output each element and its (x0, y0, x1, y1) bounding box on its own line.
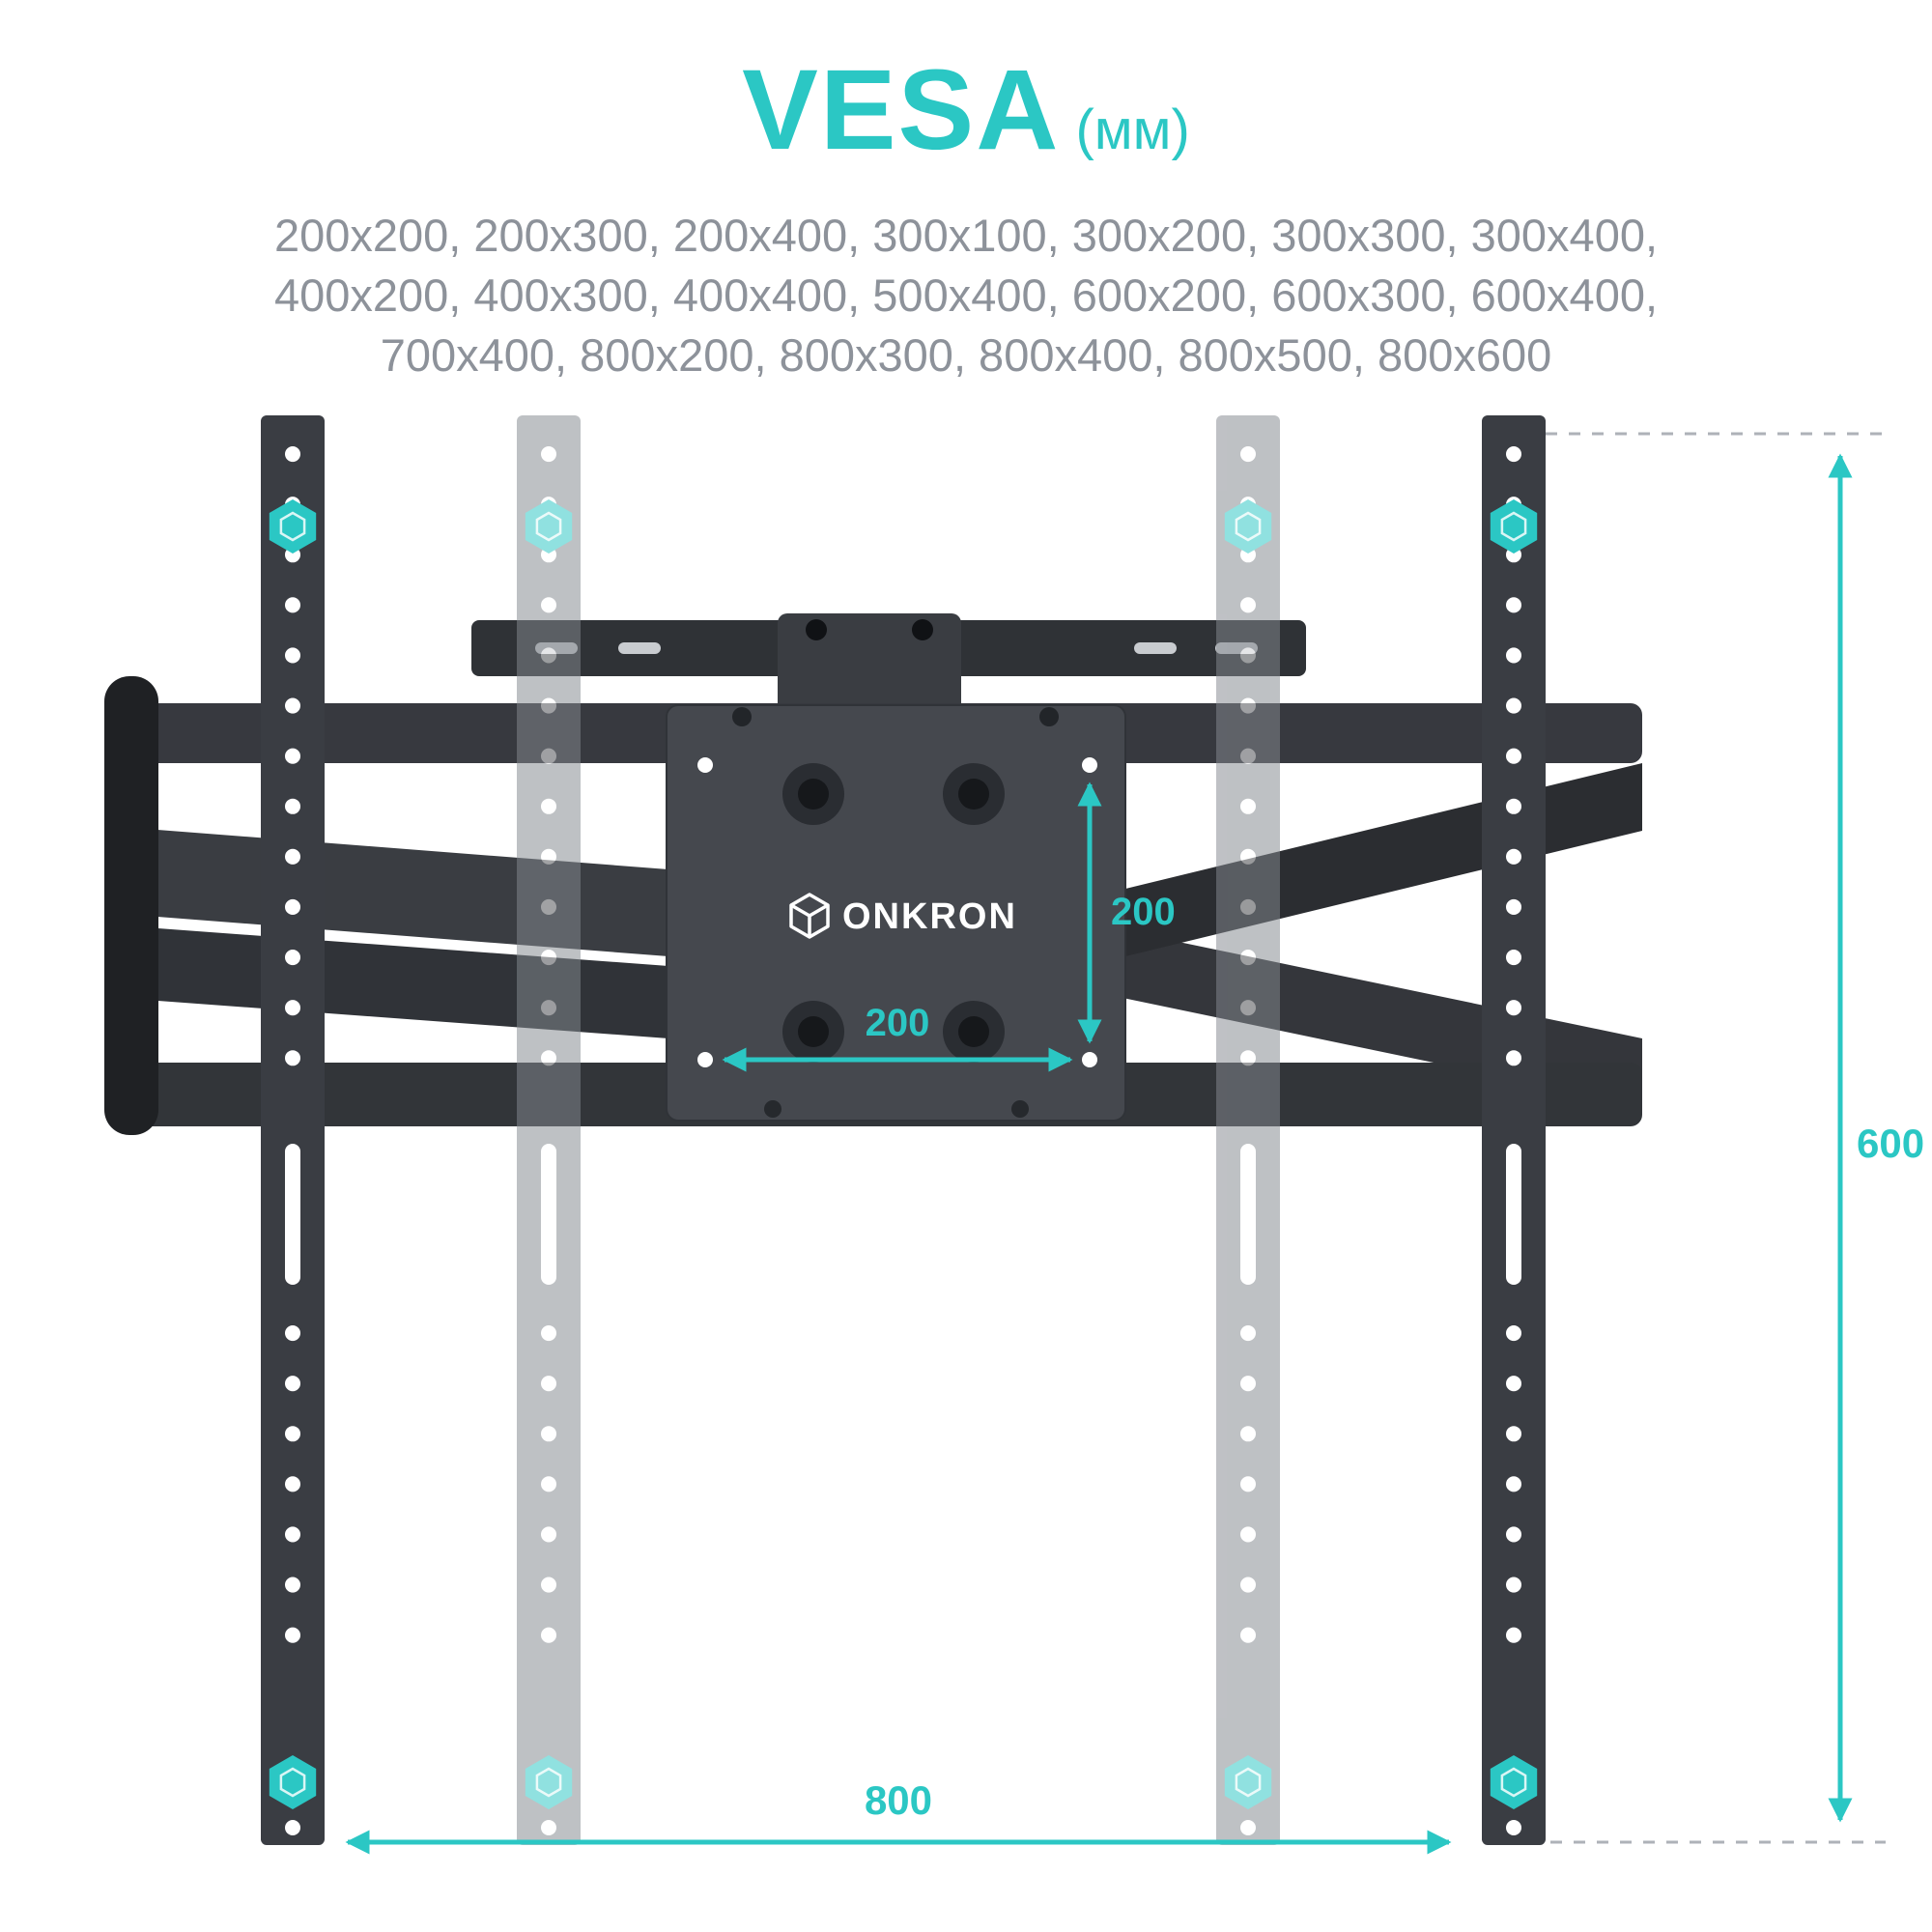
dimensions: 600 800 200 200 (345, 432, 1924, 1855)
plate-width-label: 200 (866, 1002, 930, 1044)
sizes-line-3: 700x400, 800x200, 800x300, 800x400, 800x… (380, 329, 1552, 381)
mount-holes (782, 763, 1005, 1063)
vesa-pattern-dots (697, 757, 1097, 1067)
page-title: VESA(мм) (0, 53, 1932, 167)
header: VESA(мм) 200x200, 200x300, 200x400, 300x… (0, 0, 1932, 385)
tv-rail-outer-right (1482, 415, 1546, 1845)
rail-height-label: 600 (1857, 1121, 1924, 1166)
sizes-line-2: 400x200, 400x300, 400x400, 500x400, 600x… (273, 270, 1659, 321)
tv-rail-outer-left (261, 415, 325, 1845)
tv-rail-inner-left-ghost (517, 415, 581, 1845)
title-unit: (мм) (1075, 99, 1190, 161)
plate-height-label: 200 (1111, 891, 1176, 933)
bolt (732, 707, 752, 726)
title-text: VESA (742, 46, 1061, 174)
vesa-sizes-list: 200x200, 200x300, 200x400, 300x100, 300x… (0, 206, 1932, 385)
bolt (764, 1100, 781, 1118)
bolt (912, 619, 933, 640)
bolt (806, 619, 827, 640)
tv-rail-inner-right-ghost (1216, 415, 1280, 1845)
onkron-logo-icon (789, 893, 830, 939)
vesa-adapter-plate: ONKRON (666, 704, 1126, 1122)
sizes-line-1: 200x200, 200x300, 200x400, 300x100, 300x… (273, 210, 1659, 261)
hinge-left (104, 676, 158, 1135)
bolt (1011, 1100, 1029, 1118)
onkron-logo: ONKRON (789, 893, 1017, 939)
rail-span-label: 800 (865, 1777, 932, 1823)
onkron-logo-text: ONKRON (842, 896, 1017, 937)
bolt (1039, 707, 1059, 726)
